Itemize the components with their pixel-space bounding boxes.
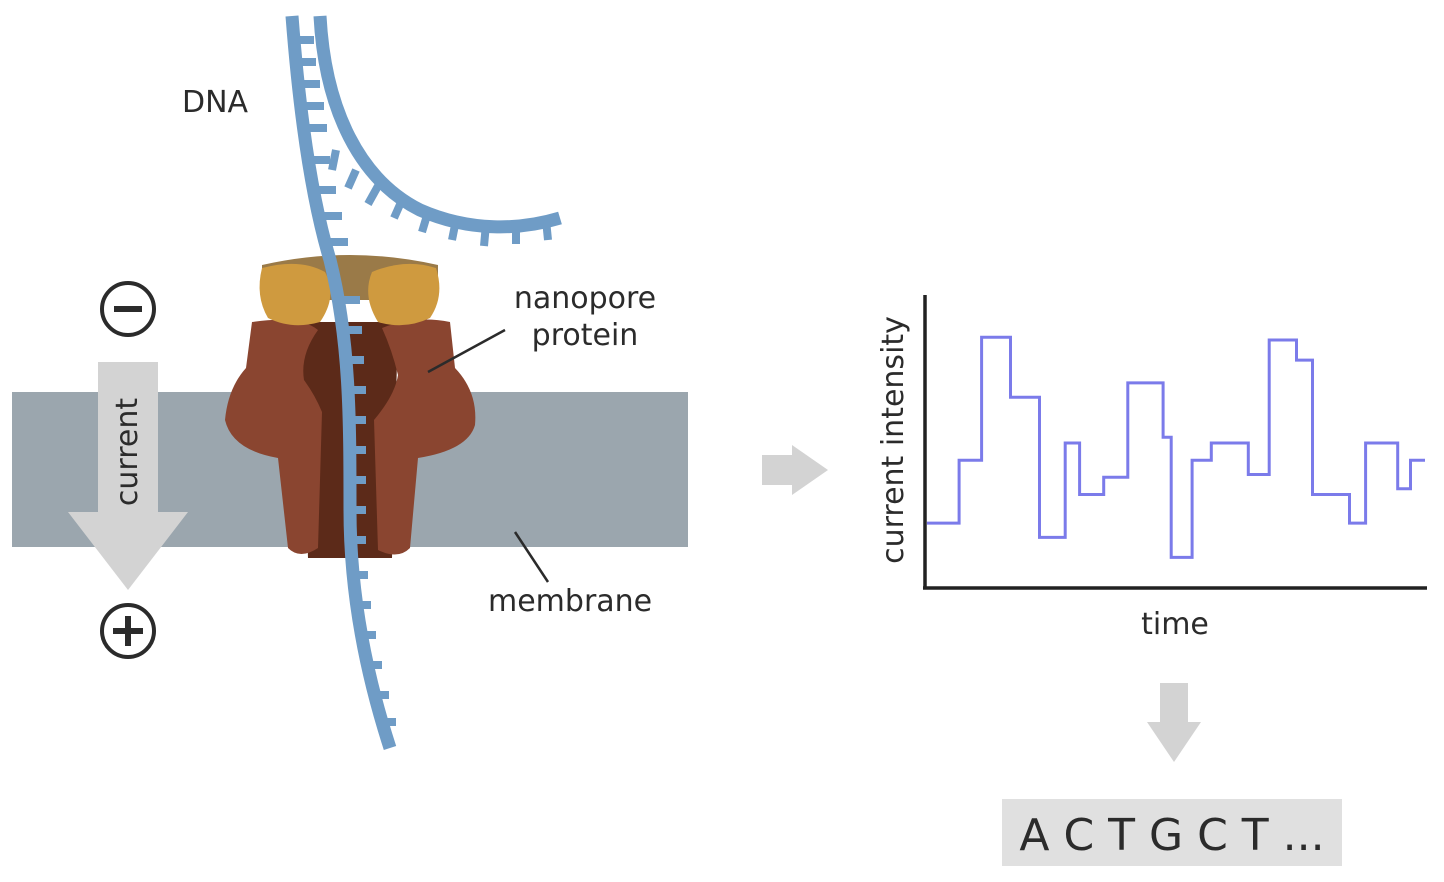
nanopore-leader-line	[427, 328, 506, 374]
arrow-down-icon	[68, 362, 188, 590]
sequence-text: A C T G C T ...	[1019, 810, 1324, 861]
dna-label: DNA	[182, 85, 249, 120]
x-axis-label: time	[1141, 607, 1209, 642]
plus-circle-icon	[100, 603, 156, 659]
membrane-label: membrane	[488, 584, 652, 619]
current-trace-chart: current intensity time	[876, 295, 1427, 642]
arrow-down-icon	[1147, 683, 1201, 762]
current-trace-line	[927, 335, 1425, 559]
dna-strand	[285, 15, 562, 751]
nanopore-label-line1: nanopore	[514, 281, 656, 316]
arrow-right-icon	[762, 445, 828, 495]
current-arrow: current	[68, 362, 188, 590]
sequence-box	[1002, 799, 1342, 866]
y-axis-label: current intensity	[876, 316, 911, 564]
membrane-leader-line	[513, 531, 550, 583]
current-label: current	[110, 398, 145, 506]
minus-circle-icon	[100, 281, 156, 337]
sequence-output: A C T G C T ...	[1002, 799, 1342, 866]
nanopore-label-line2: protein	[532, 318, 639, 353]
